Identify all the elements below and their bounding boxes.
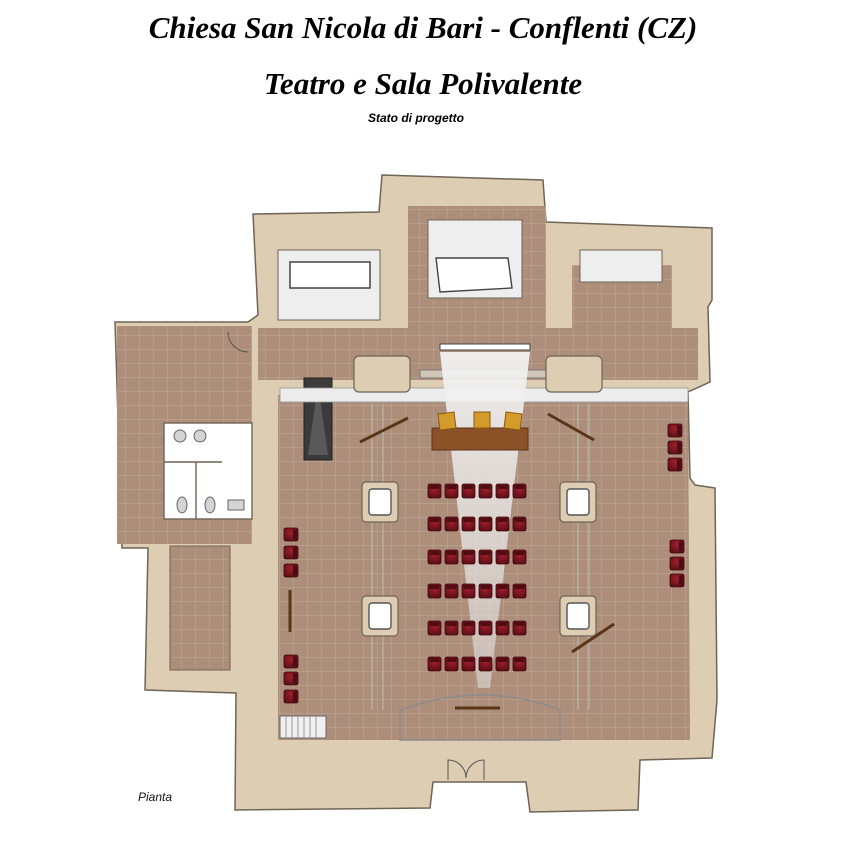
audience-seat-icon	[444, 516, 459, 532]
audience-seat-icon	[427, 583, 442, 599]
audience-seat-icon	[283, 545, 299, 560]
audience-seat-icon	[478, 620, 493, 636]
toilet-icon	[204, 496, 216, 514]
door-icon	[227, 331, 485, 780]
audience-seat-icon	[461, 483, 476, 499]
audience-seat-icon	[478, 583, 493, 599]
audience-seat-icon	[283, 689, 299, 704]
audience-seat-icon	[667, 440, 683, 455]
audience-seat-icon	[669, 539, 685, 554]
audience-seat-icon	[283, 527, 299, 542]
audience-seat-icon	[667, 457, 683, 472]
stage-table	[431, 427, 529, 451]
audience-seat-icon	[444, 620, 459, 636]
pillars	[353, 355, 603, 637]
audience-seat-icon	[478, 656, 493, 672]
apse-niches	[277, 219, 663, 321]
page-title: Chiesa San Nicola di Bari - Conflenti (C…	[148, 10, 698, 45]
audience-seat-icon	[512, 583, 527, 599]
toilet-icon	[176, 496, 188, 514]
audience-seat-icon	[461, 620, 476, 636]
audience-seat-icon	[495, 549, 510, 565]
sink-icon	[173, 429, 187, 443]
sink-icon	[193, 429, 207, 443]
stage-chair-icon	[437, 411, 523, 431]
project-status-label: Stato di progetto	[368, 111, 464, 125]
audience-seat-icon	[495, 620, 510, 636]
audience-seat-icon	[512, 656, 527, 672]
audience-seat-icon	[444, 583, 459, 599]
audience-seat-icon	[512, 483, 527, 499]
audience-seat-icon	[478, 516, 493, 532]
audience-seat-icon	[669, 573, 685, 588]
audience-seat-icon	[495, 516, 510, 532]
audience-seat-icon	[283, 563, 299, 578]
audience-seat-icon	[427, 516, 442, 532]
audience-seat-icon	[283, 654, 299, 669]
audience-seat-icon	[461, 516, 476, 532]
audience-seat-icon	[427, 620, 442, 636]
audience-seat-icon	[495, 483, 510, 499]
audience-seat-icon	[444, 483, 459, 499]
audience-seat-icon	[495, 583, 510, 599]
page-subtitle: Teatro e Sala Polivalente	[263, 66, 583, 101]
audience-seat-icon	[461, 583, 476, 599]
audience-seat-icon	[667, 423, 683, 438]
audience-seat-icon	[512, 620, 527, 636]
audience-seat-icon	[461, 656, 476, 672]
stair-icon	[279, 377, 333, 739]
audience-seat-icon	[283, 671, 299, 686]
audience-seat-icon	[512, 516, 527, 532]
restroom	[163, 422, 253, 520]
sink-icon	[227, 499, 245, 511]
stage-screens	[288, 412, 615, 710]
audience-seat-icon	[495, 656, 510, 672]
plan-caption: Pianta	[138, 790, 173, 804]
audience-seat-icon	[427, 656, 442, 672]
audience-seat-icon	[478, 483, 493, 499]
audience-seat-icon	[478, 549, 493, 565]
audience-seat-icon	[444, 549, 459, 565]
aisle-markings	[371, 404, 590, 741]
audience-seat-icon	[444, 656, 459, 672]
audience-seat-icon	[669, 556, 685, 571]
audience-seat-icon	[427, 483, 442, 499]
audience-seat-icon	[461, 549, 476, 565]
audience-seat-icon	[427, 549, 442, 565]
audience-seat-icon	[512, 549, 527, 565]
